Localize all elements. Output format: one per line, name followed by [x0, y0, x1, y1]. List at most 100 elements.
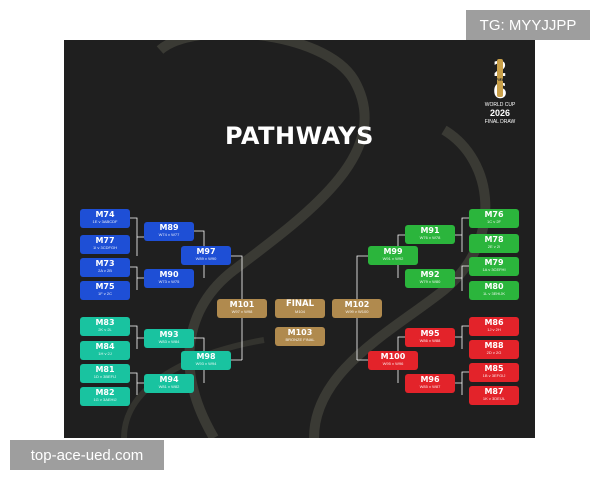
line-m74-m77: [130, 217, 144, 256]
match-pairing: W81 v W82: [158, 384, 180, 389]
logo-line2: 2026: [489, 108, 511, 118]
trophy-shape: [497, 59, 503, 97]
match-pairing: M104: [294, 309, 305, 314]
line-m81-m82: [130, 372, 144, 395]
match-pairing: BRONZE FINAL: [285, 337, 315, 342]
match-m90: M90 W73 v W75: [144, 269, 194, 288]
match-m74: M74 1E v 3ABCDF: [80, 209, 130, 228]
page-title: PATHWAYS: [225, 122, 374, 150]
trophy-26-icon: 2 6 FIFA: [493, 57, 507, 100]
match-pairing: W73 v W75: [158, 279, 180, 284]
match-m97: M97 W89 v W90: [181, 246, 231, 265]
match-code: M79: [484, 258, 504, 267]
match-pairing: 2E v 2I: [487, 244, 501, 249]
match-m83: M83 2K v 2L: [80, 317, 130, 336]
match-code: M94: [159, 375, 179, 384]
match-code: M73: [95, 259, 115, 268]
line-m83-m84: [130, 325, 144, 349]
match-m75: M75 1F v 2C: [80, 281, 130, 300]
match-pairing: 1E v 3ABCDF: [92, 219, 118, 224]
match-code: M103: [287, 328, 313, 337]
match-m73: M73 2A v 2B: [80, 258, 130, 277]
match-code: M101: [229, 300, 255, 309]
match-pairing: W89 v W90: [195, 256, 217, 261]
match-pairing: W99 v W100: [345, 309, 369, 314]
match-pairing: 1D v 3BEFIJ: [93, 374, 117, 379]
match-code: M83: [95, 318, 115, 327]
match-m98: M98 W93 v W94: [181, 351, 231, 370]
match-code: M75: [95, 282, 115, 291]
match-code: M81: [95, 365, 115, 374]
match-code: M87: [484, 387, 504, 396]
match-pairing: 1J v 2H: [487, 327, 501, 332]
line-m73-m75: [130, 266, 144, 290]
line-m79-m80: [455, 265, 469, 291]
match-m92: M92 W79 v W80: [405, 269, 455, 288]
match-pairing: 1L v 3EHIJK: [482, 291, 506, 296]
logo-brand: FIFA: [496, 78, 505, 82]
match-pairing: W93 v W94: [195, 361, 217, 366]
match-m93: M93 W83 v W84: [144, 329, 194, 348]
match-m103: M103 BRONZE FINAL: [275, 327, 325, 346]
match-m82: M82 1G v 3AEHIJ: [80, 387, 130, 406]
match-pairing: W91 v W92: [382, 256, 404, 261]
pathways-poster: 2 6 FIFA WORLD CUP 2026 FINAL DRAW PATHW…: [64, 40, 535, 438]
line-m85-m87: [455, 371, 469, 395]
line-m86-m88: [455, 325, 469, 349]
match-m94: M94 W81 v W82: [144, 374, 194, 393]
match-pairing: 1H v 2J: [98, 351, 112, 356]
match-final: FINAL M104: [275, 299, 325, 318]
match-m77: M77 1I v 3CDFGH: [80, 235, 130, 254]
match-code: M74: [95, 210, 115, 219]
match-code: M82: [95, 388, 115, 397]
match-m95: M95 W86 v W88: [405, 328, 455, 347]
line-m76-m78: [455, 217, 469, 252]
match-code: M92: [420, 270, 440, 279]
match-code: M78: [484, 235, 504, 244]
match-pairing: W95 v W96: [382, 361, 404, 366]
match-m78: M78 2E v 2I: [469, 234, 519, 253]
match-m80: M80 1L v 3EHIJK: [469, 281, 519, 300]
match-m87: M87 1K v 3DEIJL: [469, 386, 519, 405]
match-m88: M88 2D v 2G: [469, 340, 519, 359]
match-code: M99: [383, 247, 403, 256]
match-code: M77: [95, 236, 115, 245]
match-m102: M102 W99 v W100: [332, 299, 382, 318]
match-pairing: 2K v 2L: [98, 327, 112, 332]
match-m89: M89 W74 v W77: [144, 222, 194, 241]
match-code: M85: [484, 364, 504, 373]
match-code: FINAL: [285, 299, 315, 309]
match-m85: M85 1B v 3EFGIJ: [469, 363, 519, 382]
match-m76: M76 1C v 2F: [469, 209, 519, 228]
match-code: M84: [95, 342, 115, 351]
match-pairing: 1G v 3AEHIJ: [93, 397, 117, 402]
match-pairing: W85 v W87: [419, 384, 441, 389]
match-code: M89: [159, 223, 179, 232]
match-code: M95: [420, 329, 440, 338]
match-pairing: 1C v 2F: [486, 219, 501, 224]
match-m100: M100 W95 v W96: [368, 351, 418, 370]
match-pairing: 1A v 3CEFHI: [482, 267, 506, 272]
match-code: M100: [380, 352, 406, 361]
match-pairing: W83 v W84: [158, 339, 180, 344]
match-m91: M91 W76 v W78: [405, 225, 455, 244]
bracket-lines: [130, 217, 469, 395]
match-m86: M86 1J v 2H: [469, 317, 519, 336]
match-m81: M81 1D v 3BEFIJ: [80, 364, 130, 383]
match-m79: M79 1A v 3CEFHI: [469, 257, 519, 276]
match-pairing: 1F v 2C: [97, 291, 112, 296]
match-pairing: 1B v 3EFGIJ: [482, 373, 506, 378]
match-pairing: 1I v 3CDFGH: [92, 245, 117, 250]
match-pairing: 2D v 2G: [486, 350, 502, 355]
match-m101: M101 W97 v W98: [217, 299, 267, 318]
logo-line1: WORLD CUP: [484, 102, 516, 108]
match-code: M80: [484, 282, 504, 291]
match-pairing: W76 v W78: [419, 235, 441, 240]
match-pairing: W74 v W77: [158, 232, 180, 237]
match-m84: M84 1H v 2J: [80, 341, 130, 360]
match-code: M96: [420, 375, 440, 384]
match-code: M90: [159, 270, 179, 279]
match-pairing: 2A v 2B: [98, 268, 112, 273]
logo-line3: FINAL DRAW: [484, 119, 516, 125]
